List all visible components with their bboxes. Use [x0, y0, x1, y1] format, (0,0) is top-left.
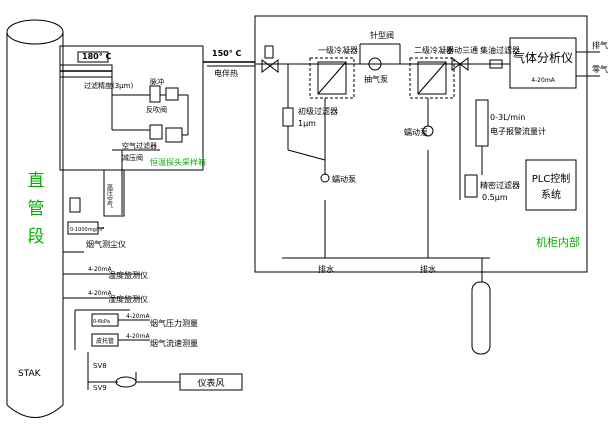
pipe-label-char-1: 直	[28, 171, 45, 191]
analyzer-signal: 4-20mA	[531, 77, 555, 84]
flow-range: 0-3L/min	[490, 113, 525, 122]
instrument-air-label: 仪表风	[197, 377, 224, 389]
smoke-meter-range: 0-1000mg/m³	[70, 227, 104, 233]
sv8-label: SV8	[93, 362, 107, 370]
prefilter-label: 初级过滤器	[298, 106, 338, 116]
plc-box	[525, 159, 577, 211]
stack-label: STAK	[18, 369, 42, 379]
probe-temp-label: 180° C	[82, 52, 111, 61]
flow-meter-label: 烟气流速测量	[150, 338, 198, 348]
pressure-meter-label: 烟气压力测量	[150, 318, 198, 328]
plc-line2: 系统	[541, 188, 561, 201]
cabinet-label: 机柜内部	[536, 235, 580, 249]
hum-meter-label: 湿度监测仪	[108, 294, 148, 304]
oil-filter-label: 集油过滤器	[480, 45, 520, 55]
temp-meter-label: 温度监测仪	[108, 270, 148, 280]
pressure-signal: 4-20mA	[126, 313, 150, 320]
temp-signal: 4-20mA	[88, 266, 112, 273]
air-filter-label: 空气过滤器	[122, 141, 157, 150]
blowback-label-top: 脉冲	[150, 77, 164, 86]
hp-air-label: 高压空气	[106, 183, 113, 208]
hum-signal: 4-20mA	[88, 290, 112, 297]
flow-box-label: 皮托管	[96, 337, 114, 345]
needle-valve-label: 针型阀	[370, 30, 394, 40]
prefilter-size: 1μm	[298, 119, 316, 128]
analyzer-box	[509, 37, 577, 89]
pipe-label-char-2: 管	[28, 199, 45, 219]
instrument-air-box	[179, 373, 243, 391]
pump-label: 抽气泵	[364, 74, 388, 84]
heater-name: 电伴热	[214, 68, 238, 78]
hp-air-box	[103, 169, 125, 217]
peristaltic2-label: 蠕动泵	[404, 127, 428, 137]
cooler1-label: 一级冷凝器	[318, 45, 358, 55]
probe-box	[59, 45, 255, 215]
heater-temp-label: 150° C	[212, 49, 241, 58]
stack-pipe	[6, 19, 64, 418]
reducer-label: 减压阀	[122, 153, 143, 162]
blowback-label: 反吹阀	[146, 105, 167, 114]
cooler2-label: 二级冷凝器	[414, 45, 454, 55]
zero-gas-label: 零气	[592, 64, 608, 74]
cabinet-frame	[254, 15, 588, 273]
filter-label: 过滤精度(3μm)	[84, 81, 133, 90]
flow-signal: 4-20mA	[126, 333, 150, 340]
analyzer-name: 气体分析仪	[513, 50, 573, 65]
peristaltic1-label: 蠕动泵	[332, 174, 356, 184]
three-way-label: 手动三通	[446, 45, 478, 55]
vent-label: 排气	[592, 40, 608, 50]
plc-line1: PLC控制	[532, 172, 571, 185]
pressure-range: 0-6kPa	[93, 319, 110, 325]
fine-filter-size: 0.5μm	[482, 193, 508, 202]
sensor-lines	[63, 197, 180, 390]
drain1-label: 排水	[318, 264, 334, 274]
pipe-label-char-3: 段	[28, 227, 45, 247]
sv9-label: SV9	[93, 384, 107, 392]
smoke-meter-label: 烟气测尘仪	[86, 239, 126, 249]
fine-filter-label: 精密过滤器	[480, 180, 520, 190]
flowmeter-label: 电子报警流量计	[490, 126, 546, 136]
cabinet-piping	[255, 37, 600, 355]
drain2-label: 排水	[420, 264, 436, 274]
probe-box-title: 恒温探头采样箱	[150, 157, 206, 167]
